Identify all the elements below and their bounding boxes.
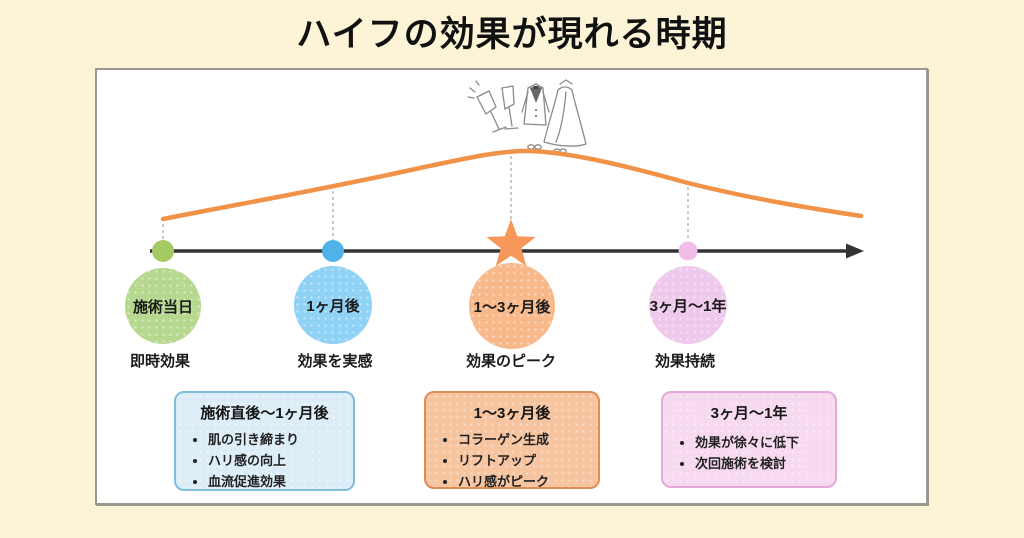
detail-box-title: 3ヶ月〜1年 [710,405,788,422]
milestone-sublabel-lasting: 効果持続 [654,353,716,370]
bullet-item: 効果が徐々に低下 [695,433,825,454]
milestone-label: 施術当日 [132,298,193,316]
bullet-item: 血流促進効果 [208,472,343,493]
detail-box-bullet-list: コラーゲン生成 リフトアップ ハリ感がピーク [436,430,588,492]
bullet-item: ハリ感の向上 [208,451,343,472]
detail-box-peak: 1〜3ヶ月後 コラーゲン生成 リフトアップ ハリ感がピーク [424,391,600,489]
bullet-item: ハリ感がピーク [458,472,588,493]
milestone-label: 1〜3ヶ月後 [473,298,551,316]
bullet-item: 肌の引き締まり [208,430,343,451]
detail-box-late: 3ヶ月〜1年 効果が徐々に低下 次回施術を検討 [661,391,837,488]
detail-box-early: 施術直後〜1ヶ月後 肌の引き締まり ハリ感の向上 血流促進効果 [174,391,355,491]
milestone-circle-day0: 施術当日 [125,268,201,344]
milestone-label: 3ヶ月〜1年 [649,297,727,315]
page-title: ハイフの効果が現れる時期 [296,15,728,54]
bullet-item: 次回施術を検討 [695,454,825,475]
milestone-sublabel-peak: 効果のピーク [465,353,557,370]
detail-box-title: 1〜3ヶ月後 [473,405,551,422]
milestone-label: 1ヶ月後 [306,297,360,315]
milestone-circle-3months-1year: 3ヶ月〜1年 [649,266,727,344]
detail-box-bullet-list: 肌の引き締まり ハリ感の向上 血流促進効果 [186,430,343,492]
detail-box-bullet-list: 効果が徐々に低下 次回施術を検討 [673,433,825,475]
detail-box-title: 施術直後〜1ヶ月後 [200,405,329,422]
milestone-circle-1month: 1ヶ月後 [294,266,372,344]
milestone-sublabel-felt: 効果を実感 [297,353,373,370]
bullet-item: リフトアップ [458,451,588,472]
bullet-item: コラーゲン生成 [458,430,588,451]
milestone-circle-1to3months: 1〜3ヶ月後 [469,263,555,349]
milestone-sublabel-immediate: 即時効果 [129,353,191,370]
